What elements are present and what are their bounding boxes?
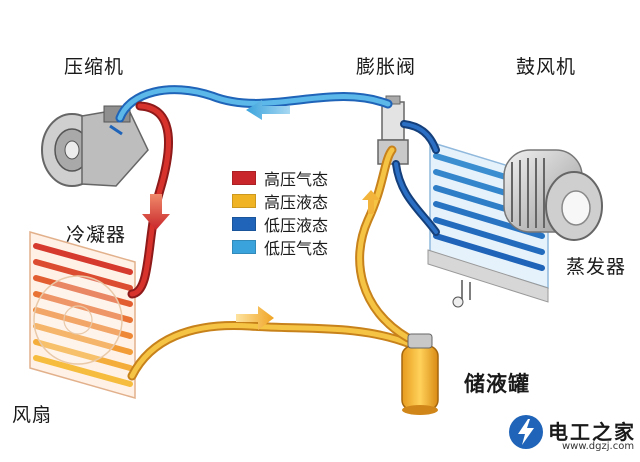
legend-item-high-pressure-gas: 高压气态 bbox=[232, 166, 356, 189]
flow-arrow-high-liquid-bottom bbox=[236, 306, 274, 330]
flow-arrow-high-gas bbox=[142, 194, 170, 230]
high-pressure-gas-line bbox=[127, 101, 173, 299]
brand-url: www.dgzj.com bbox=[562, 441, 635, 452]
receiver-drier bbox=[401, 333, 439, 415]
brand-watermark: 电工之家 www.dgzj.com bbox=[504, 408, 640, 462]
lightning-logo-icon bbox=[509, 415, 543, 449]
low-pressure-gas-line bbox=[115, 85, 393, 123]
low-pressure-liquid-line bbox=[392, 120, 440, 236]
compressor-label: 压缩机 bbox=[64, 56, 125, 78]
legend-label: 低压液态 bbox=[264, 215, 329, 235]
legend-swatch bbox=[232, 170, 256, 185]
blower-label: 鼓风机 bbox=[516, 56, 577, 78]
brand-name: 电工之家 bbox=[548, 420, 636, 444]
condenser bbox=[29, 231, 136, 399]
condenser-label: 冷凝器 bbox=[66, 224, 127, 246]
high-pressure-liquid-line bbox=[127, 145, 415, 381]
legend-swatch bbox=[232, 239, 256, 254]
compressor bbox=[41, 105, 149, 187]
legend-item-high-pressure-liquid: 高压液态 bbox=[232, 189, 356, 212]
legend-label: 低压气态 bbox=[264, 238, 329, 258]
expansion-valve-label: 膨胀阀 bbox=[356, 56, 417, 78]
legend: 高压气态 高压液态 低压液态 低压气态 bbox=[232, 166, 356, 258]
flow-arrow-high-liquid-up bbox=[362, 190, 380, 214]
legend-swatch bbox=[232, 193, 256, 208]
legend-swatch bbox=[232, 216, 256, 231]
fan-label: 风扇 bbox=[12, 404, 53, 426]
legend-label: 高压液态 bbox=[264, 192, 329, 212]
evaporator-label: 蒸发器 bbox=[566, 256, 627, 278]
receiver-drier-label: 储液罐 bbox=[464, 372, 530, 396]
legend-item-low-pressure-gas: 低压气态 bbox=[232, 235, 356, 258]
legend-label: 高压气态 bbox=[264, 169, 329, 189]
legend-item-low-pressure-liquid: 低压液态 bbox=[232, 212, 356, 235]
flow-arrow-low-gas bbox=[246, 100, 290, 120]
blower bbox=[503, 149, 603, 241]
